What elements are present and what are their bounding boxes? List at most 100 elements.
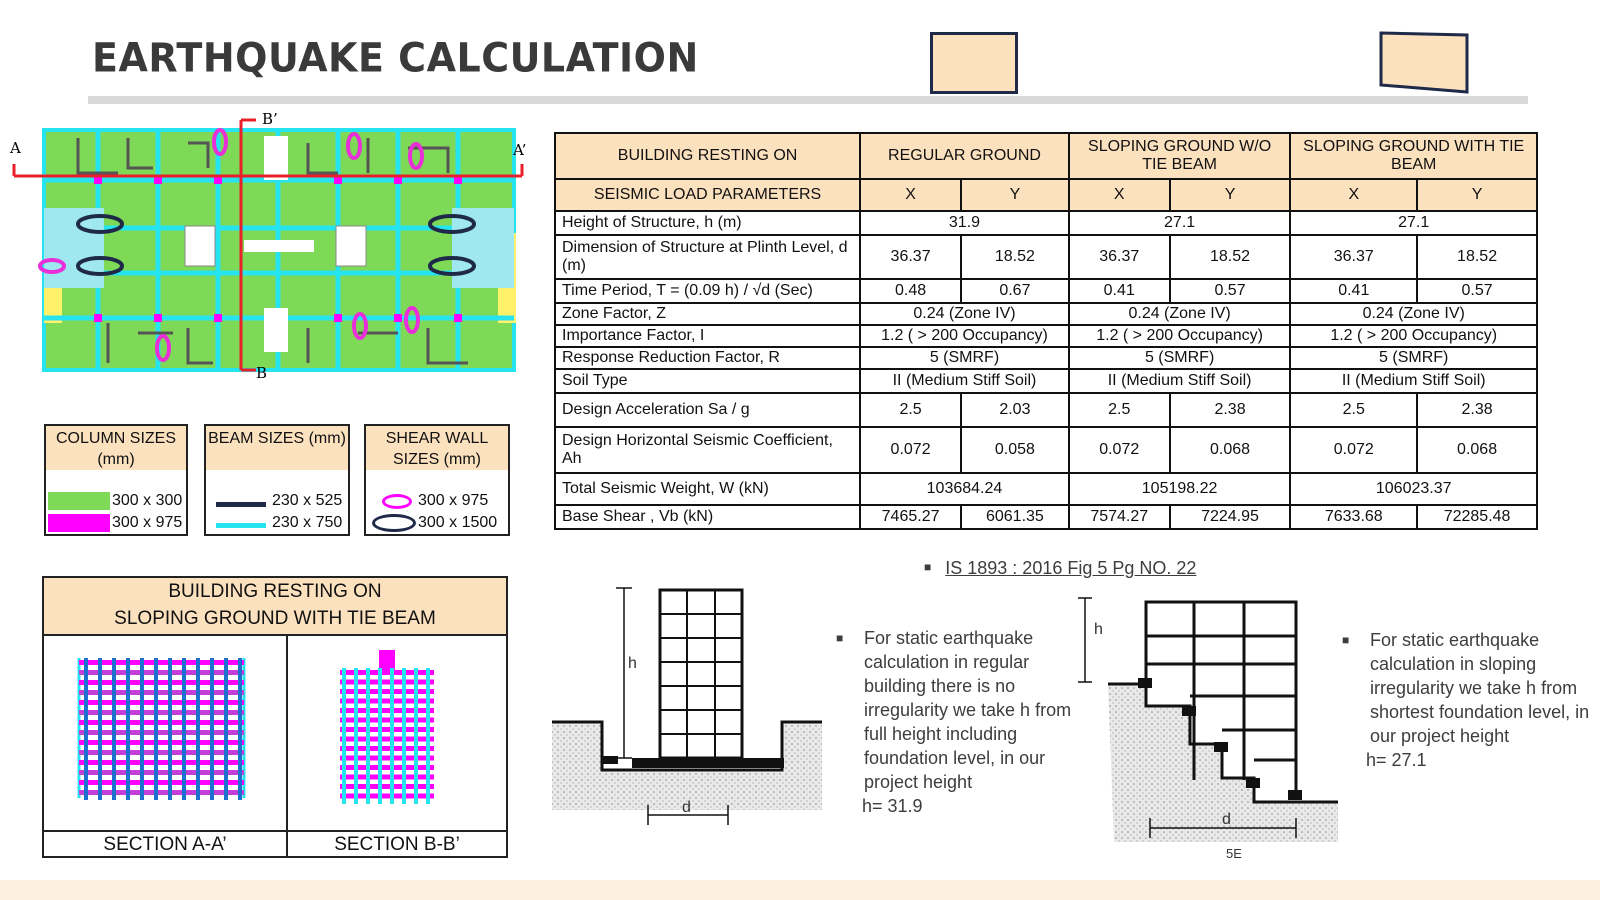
parameter-value: 18.52 xyxy=(1168,234,1292,280)
regular-note-text: For static earthquake calculation in reg… xyxy=(864,628,1072,792)
section-heading-line-1: BUILDING RESTING ON xyxy=(168,581,382,602)
table-row: Time Period, T = (0.09 h) / √d (Sec)0.48… xyxy=(553,278,1538,304)
column-legend-title: COLUMN SIZES (mm) xyxy=(46,426,186,470)
shear-wall-swatch xyxy=(382,494,412,509)
parameter-value: 7224.95 xyxy=(1168,504,1292,530)
bullet-icon: ■ xyxy=(836,631,844,645)
parameter-value: 2.38 xyxy=(1168,392,1292,428)
header-x: X xyxy=(1067,178,1171,212)
parameter-value: 2.5 xyxy=(859,392,962,428)
parameter-value: 18.52 xyxy=(960,234,1070,280)
header-sloping-with-tie: SLOPING GROUND WITH TIE BEAM xyxy=(1289,132,1538,180)
parameter-value: 105198.22 xyxy=(1067,472,1292,506)
parameter-value: 5 (SMRF) xyxy=(1289,346,1538,370)
column-sizes-legend: COLUMN SIZES (mm) 300 x 300 300 x 975 xyxy=(44,424,188,536)
parameter-value: 36.37 xyxy=(859,234,962,280)
parameter-value: 7574.27 xyxy=(1067,504,1171,530)
parameter-value: II (Medium Stiff Soil) xyxy=(859,368,1070,394)
beam-legend-title: BEAM SIZES (mm) xyxy=(206,426,348,470)
parameter-value: 18.52 xyxy=(1416,234,1538,280)
header-regular-ground: REGULAR GROUND xyxy=(859,132,1070,180)
parameter-label: Design Acceleration Sa / g xyxy=(553,392,862,428)
bullet-icon: ■ xyxy=(924,560,932,574)
parameter-value: 7633.68 xyxy=(1289,504,1419,530)
regular-note: ■ For static earthquake calculation in r… xyxy=(836,626,1076,818)
shear-wall-sizes-legend: SHEAR WALL SIZES (mm) 300 x 975 300 x 15… xyxy=(364,424,510,536)
parameter-value: 0.57 xyxy=(1168,278,1292,304)
parameter-value: 1.2 ( > 200 Occupancy) xyxy=(1289,324,1538,348)
fig-right-d: d xyxy=(1222,811,1231,828)
column-color-swatch xyxy=(48,514,110,532)
parameter-value: 0.24 (Zone IV) xyxy=(859,302,1070,326)
parameter-value: 0.24 (Zone IV) xyxy=(1067,302,1292,326)
parameter-value: 0.41 xyxy=(1289,278,1419,304)
parameter-value: 2.38 xyxy=(1416,392,1538,428)
parameter-value: 0.072 xyxy=(859,426,962,474)
section-label-a: A xyxy=(9,139,21,157)
page-title: EARTHQUAKE CALCULATION xyxy=(92,34,699,82)
shear-wall-swatch xyxy=(372,514,416,532)
parameter-value: 5 (SMRF) xyxy=(1067,346,1292,370)
parameter-label: Design Horizontal Seismic Coefficient, A… xyxy=(553,426,862,474)
sloping-note-text: For static earthquake calculation in slo… xyxy=(1370,630,1590,746)
reference-bullet: ■IS 1893 : 2016 Fig 5 Pg NO. 22 xyxy=(924,558,1196,579)
footer-band xyxy=(0,880,1600,900)
header-sloping-wo-tie: SLOPING GROUND W/O TIE BEAM xyxy=(1067,132,1292,180)
trapezoid-shape xyxy=(1379,31,1469,94)
parameter-label: Height of Structure, h (m) xyxy=(553,210,862,236)
fig-right-h: h xyxy=(1094,621,1103,638)
header-x: X xyxy=(1289,178,1419,212)
parameter-value: 0.24 (Zone IV) xyxy=(1289,302,1538,326)
table-row: Design Horizontal Seismic Coefficient, A… xyxy=(553,426,1538,474)
parameter-value: 36.37 xyxy=(1289,234,1419,280)
parameter-value: II (Medium Stiff Soil) xyxy=(1067,368,1292,394)
fig-right-caption: 5E xyxy=(1226,846,1242,861)
beam-sizes-legend: BEAM SIZES (mm) 230 x 525 230 x 750 xyxy=(204,424,350,536)
beam-size-2: 230 x 750 xyxy=(272,514,343,531)
parameter-value: 31.9 xyxy=(859,210,1070,236)
bullet-icon: ■ xyxy=(1342,633,1350,647)
parameter-value: 1.2 ( > 200 Occupancy) xyxy=(859,324,1070,348)
parameter-label: Total Seismic Weight, W (kN) xyxy=(553,472,862,506)
parameter-label: Zone Factor, Z xyxy=(553,302,862,326)
sloping-note-height: h= 27.1 xyxy=(1366,750,1427,770)
section-aa-image xyxy=(77,658,246,800)
parameter-value: 7465.27 xyxy=(859,504,962,530)
parameter-value: 0.072 xyxy=(1067,426,1171,474)
section-label-b: B xyxy=(256,364,267,382)
caption-section-bb: SECTION B-B’ xyxy=(334,834,460,855)
parameter-label: Time Period, T = (0.09 h) / √d (Sec) xyxy=(553,278,862,304)
section-bb-image xyxy=(340,650,434,804)
parameter-value: 1.2 ( > 200 Occupancy) xyxy=(1067,324,1292,348)
parameter-value: 2.5 xyxy=(1289,392,1419,428)
title-divider xyxy=(88,96,1528,104)
caption-divider xyxy=(44,830,506,832)
table-row: Response Reduction Factor, R 5 (SMRF)5 (S… xyxy=(553,346,1538,370)
parameter-value: 0.072 xyxy=(1289,426,1419,474)
parameter-value: 0.058 xyxy=(960,426,1070,474)
parameter-value: 0.41 xyxy=(1067,278,1171,304)
rectangle-shape xyxy=(930,32,1018,94)
seismic-parameters-table: BUILDING RESTING ON REGULAR GROUND SLOPI… xyxy=(553,132,1538,530)
fig-left-h: h xyxy=(628,655,637,672)
column-color-swatch xyxy=(48,492,110,510)
parameter-label: Response Reduction Factor, R xyxy=(553,346,862,370)
header-seismic-load-parameters: SEISMIC LOAD PARAMETERS xyxy=(553,178,862,212)
column-size-2: 300 x 975 xyxy=(112,514,183,531)
beam-line-swatch xyxy=(216,502,266,507)
fig-left-d: d xyxy=(682,799,691,816)
parameter-value: 103684.24 xyxy=(859,472,1070,506)
parameter-label: Importance Factor, I xyxy=(553,324,862,348)
beam-line-swatch xyxy=(216,523,266,528)
sloping-note: ■ For static earthquake calculation in s… xyxy=(1342,628,1590,772)
header-building-resting-on: BUILDING RESTING ON xyxy=(553,132,862,180)
sloping-building-figure: h d 5E xyxy=(1078,597,1338,861)
panel-divider xyxy=(286,636,288,856)
